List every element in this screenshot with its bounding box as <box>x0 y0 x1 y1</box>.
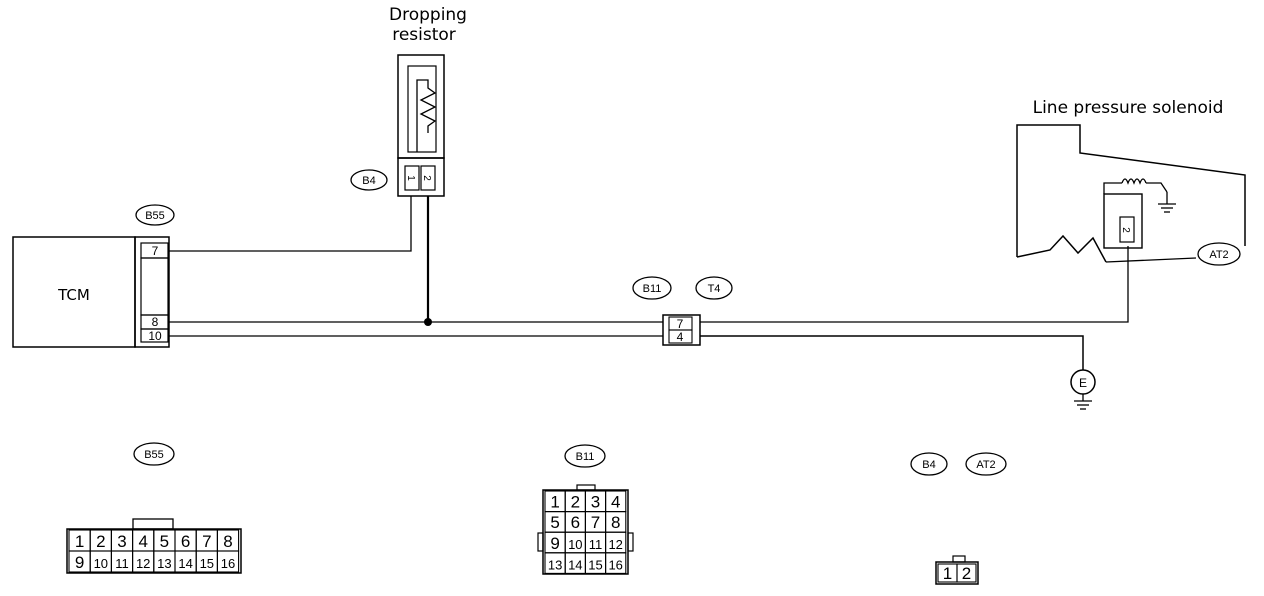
b11-pin-6: 6 <box>571 513 580 532</box>
b55-pin-12: 12 <box>136 556 150 571</box>
at2-tag-bottom: AT2 <box>965 452 1007 476</box>
b11-pin-5: 5 <box>550 513 559 532</box>
tcm-pin-7: 7 <box>152 244 159 258</box>
b4-at2-pin-1: 1 <box>943 564 952 583</box>
tcm-module: TCM <box>12 236 136 348</box>
b55-pin-15: 15 <box>200 556 214 571</box>
svg-text:B4: B4 <box>362 175 375 187</box>
b11-pin-4: 4 <box>611 493 620 512</box>
b55-pin-5: 5 <box>160 532 169 551</box>
b4-tag-bottom: B4 <box>910 452 948 476</box>
at2-tag-top: AT2 <box>1197 242 1241 266</box>
b55-pin-14: 14 <box>178 556 192 571</box>
b11-pin-3: 3 <box>591 493 600 512</box>
b11-pin-8: 8 <box>611 513 620 532</box>
b11-pin-2: 2 <box>571 493 580 512</box>
wiring <box>169 196 1129 370</box>
b55-pin-2: 2 <box>96 532 105 551</box>
solenoid-title: Line pressure solenoid <box>1033 98 1224 118</box>
line-pressure-solenoid: Line pressure solenoid 2 <box>1016 98 1246 263</box>
b55-pin-3: 3 <box>117 532 126 551</box>
b55-pin-11: 11 <box>115 556 129 571</box>
dropping-resistor: Dropping resistor 1 2 <box>389 5 467 197</box>
b11-pin-13: 13 <box>548 557 562 572</box>
b55-pin-6: 6 <box>181 532 190 551</box>
svg-text:T4: T4 <box>708 283 721 295</box>
t4-tag-top: T4 <box>695 276 733 300</box>
tcm-label: TCM <box>57 286 90 304</box>
b55-pin-9: 9 <box>75 553 84 572</box>
b55-tag-bottom: B55 <box>133 442 175 466</box>
joint-pin-7: 7 <box>677 317 684 331</box>
svg-text:B55: B55 <box>145 210 165 222</box>
svg-text:B4: B4 <box>922 459 935 471</box>
svg-text:AT2: AT2 <box>1209 249 1228 261</box>
svg-text:B55: B55 <box>144 449 164 461</box>
svg-text:B11: B11 <box>643 283 662 295</box>
b55-cell <box>216 550 240 573</box>
b55-pin-1: 1 <box>75 532 84 551</box>
splice-point <box>424 318 432 326</box>
b11-pin-7: 7 <box>591 513 600 532</box>
b55-pin-7: 7 <box>202 532 211 551</box>
b55-pin-8: 8 <box>223 532 232 551</box>
tcm-pin-10: 10 <box>148 329 162 343</box>
tcm-pin-8: 8 <box>152 315 159 329</box>
svg-text:AT2: AT2 <box>976 459 995 471</box>
resistor-title-line2: resistor <box>392 25 456 45</box>
b11-pin-10: 10 <box>568 537 582 552</box>
b11-pin-16: 16 <box>608 557 622 572</box>
b11-pin-9: 9 <box>550 534 559 553</box>
resistor-pin-1: 1 <box>405 175 416 181</box>
tcm-connector: 7 8 10 <box>134 236 170 348</box>
b55-pin-10: 10 <box>94 556 108 571</box>
resistor-title-line1: Dropping <box>389 5 467 25</box>
b4-at2-cell <box>956 563 977 583</box>
solenoid-pin-2: 2 <box>1120 227 1131 233</box>
b11-tag-top: B11 <box>632 276 672 300</box>
b11-pin-15: 15 <box>588 557 602 572</box>
joint-connector: 7 4 <box>662 314 701 346</box>
joint-pin-4: 4 <box>677 330 684 344</box>
b11-pin-11: 11 <box>589 537 603 552</box>
b55-tag-top: B55 <box>135 204 175 226</box>
b55-pin-16: 16 <box>221 556 235 571</box>
b55-pin-13: 13 <box>157 556 171 571</box>
svg-text:E: E <box>1079 376 1087 390</box>
b11-pin-1: 1 <box>550 493 559 512</box>
ground-point: E <box>1070 369 1096 410</box>
b4-at2-pin-2: 2 <box>962 564 971 583</box>
b55-pin-4: 4 <box>138 532 147 551</box>
b11-tag-bottom: B11 <box>564 444 606 468</box>
svg-text:B11: B11 <box>576 451 595 463</box>
resistor-pin-2: 2 <box>421 175 432 181</box>
b11-cell <box>605 552 627 574</box>
b11-pin-14: 14 <box>568 557 582 572</box>
b11-pin-12: 12 <box>608 537 622 552</box>
b4-tag-top: B4 <box>350 169 388 191</box>
